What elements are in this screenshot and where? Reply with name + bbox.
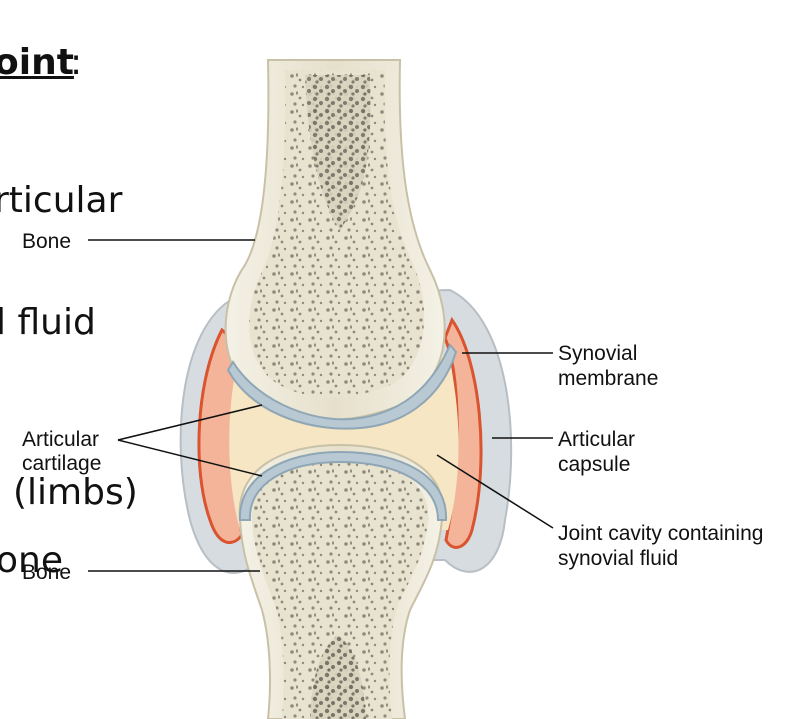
label-articular-cartilage-line2: cartilage: [22, 452, 101, 475]
slide-title: oint: [0, 42, 74, 83]
slide-bullet-4: one: [0, 540, 63, 581]
lower-bone-spongy: [251, 460, 429, 719]
upper-bone-spongy: [249, 70, 425, 398]
upper-articular-cartilage: [226, 343, 458, 430]
label-bone-top: Bone: [22, 230, 71, 253]
upper-bone-marrow: [305, 75, 371, 230]
slide-bullet-1: rticular: [0, 180, 123, 221]
label-synovial-membrane-line2: membrane: [558, 367, 658, 390]
label-articular-capsule-line2: capsule: [558, 453, 630, 476]
leader-joint-cavity: [436, 454, 554, 529]
slide-title-colon: :: [70, 42, 83, 83]
label-articular-capsule-line1: Articular: [558, 428, 635, 451]
slide-bullet-3: (limbs): [13, 472, 138, 513]
lower-bone-marrow: [310, 635, 366, 719]
leader-cartilage-upper: [117, 404, 263, 441]
label-joint-cavity-line2: synovial fluid: [558, 547, 678, 570]
leader-cartilage-lower: [117, 439, 263, 477]
lower-articular-cartilage: [238, 450, 448, 521]
label-bone-bottom: Bone: [22, 561, 71, 584]
label-articular-cartilage-line1: Articular: [22, 428, 99, 451]
label-joint-cavity-line1: Joint cavity containing: [558, 522, 763, 545]
label-synovial-membrane-line1: Synovial: [558, 342, 637, 365]
slide-bullet-2: l fluid: [0, 302, 96, 343]
